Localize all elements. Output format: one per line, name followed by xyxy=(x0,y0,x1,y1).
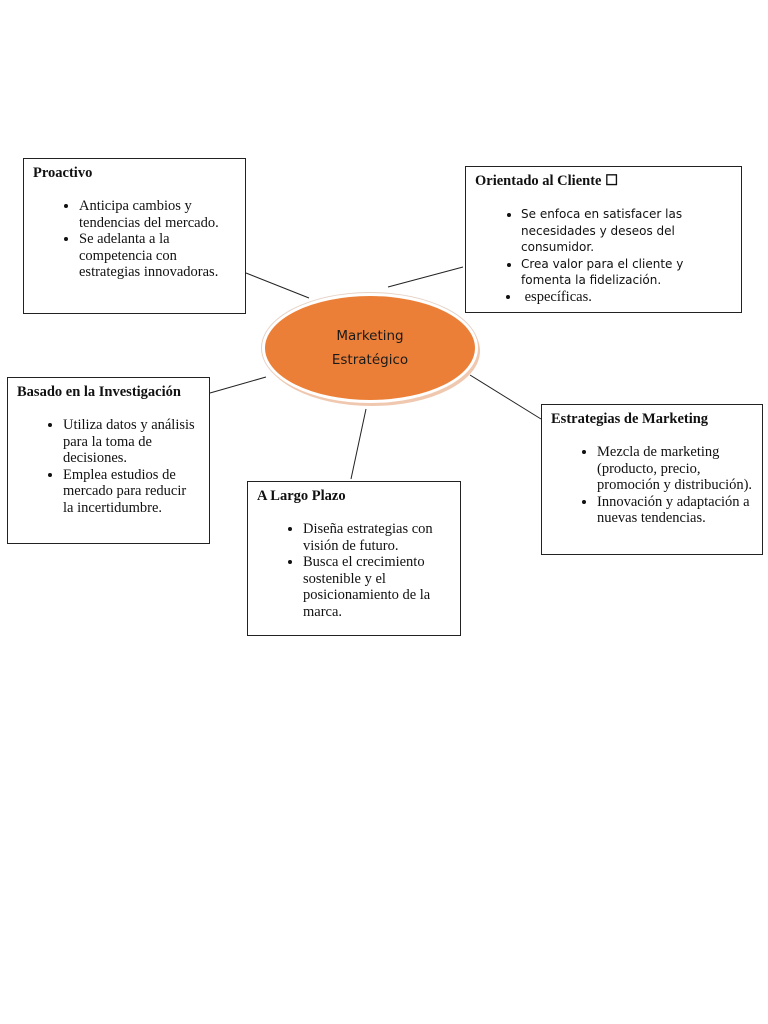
connector-investigacion xyxy=(209,376,267,394)
box-orientado-cliente: Orientado al Cliente ☐ Se enfoca en sati… xyxy=(465,166,742,313)
list-item: Anticipa cambios y tendencias del mercad… xyxy=(79,198,236,231)
list-item: Innovación y adaptación a nuevas tendenc… xyxy=(597,494,753,527)
box-basado-investigacion: Basado en la Investigación Utiliza datos… xyxy=(7,377,210,544)
list-item: Emplea estudios de mercado para reducir … xyxy=(63,467,200,517)
bullet-list: Utiliza datos y análisis para la toma de… xyxy=(17,417,200,516)
connector-proactivo xyxy=(245,272,310,299)
list-item: Diseña estrategias con visión de futuro. xyxy=(303,521,451,554)
box-title: Orientado al Cliente ☐ xyxy=(475,173,619,189)
list-item: Se enfoca en satisfacer las necesidades … xyxy=(521,206,732,256)
list-item: Mezcla de marketing (producto, precio, p… xyxy=(597,444,753,494)
connector-cliente xyxy=(387,266,464,288)
center-label-line1: Marketing xyxy=(336,328,404,344)
bullet-list: Anticipa cambios y tendencias del mercad… xyxy=(33,198,236,281)
list-item: Busca el crecimiento sostenible y el pos… xyxy=(303,554,451,620)
box-title: Proactivo xyxy=(33,165,93,181)
list-item: Crea valor para el cliente y fomenta la … xyxy=(521,256,732,289)
connector-largo-plazo xyxy=(350,408,367,480)
box-largo-plazo: A Largo Plazo Diseña estrategias con vis… xyxy=(247,481,461,636)
connector-estrategias xyxy=(469,374,542,420)
list-item: específicas. xyxy=(521,289,732,306)
bullet-list: Se enfoca en satisfacer las necesidades … xyxy=(475,206,732,305)
center-label-line2: Estratégico xyxy=(331,352,409,368)
list-item: Utiliza datos y análisis para la toma de… xyxy=(63,417,200,467)
box-title: Estrategias de Marketing xyxy=(551,411,709,427)
bullet-list: Mezcla de marketing (producto, precio, p… xyxy=(551,444,753,527)
box-title: Basado en la Investigación xyxy=(17,384,181,400)
center-node: Marketing Estratégico xyxy=(262,293,478,403)
box-estrategias-marketing: Estrategias de Marketing Mezcla de marke… xyxy=(541,404,763,555)
box-title: A Largo Plazo xyxy=(257,488,346,504)
list-item: Se adelanta a la competencia con estrate… xyxy=(79,231,236,281)
bullet-list: Diseña estrategias con visión de futuro.… xyxy=(257,521,451,620)
box-proactivo: Proactivo Anticipa cambios y tendencias … xyxy=(23,158,246,314)
